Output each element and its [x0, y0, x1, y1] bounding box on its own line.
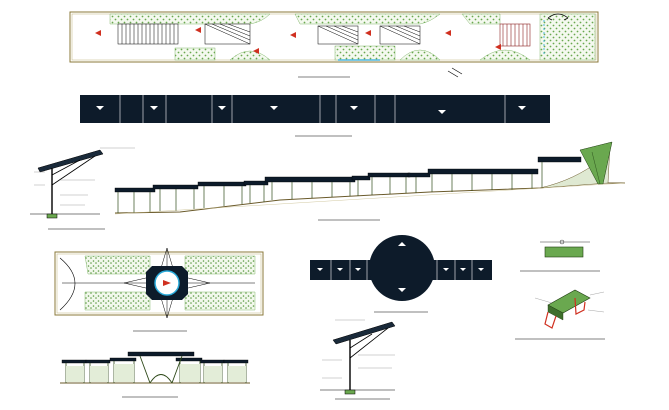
feature-wall-edge — [591, 151, 601, 185]
elevation-columns — [117, 162, 543, 213]
planting-bed — [109, 13, 271, 25]
bench-isometric-view — [515, 289, 605, 340]
bench-seat — [544, 246, 584, 258]
planting-bed — [84, 255, 151, 275]
ground-baseline — [114, 182, 626, 215]
canopy-bays — [61, 351, 249, 364]
stair-block — [379, 25, 421, 45]
drain-arrow-icon — [317, 242, 484, 292]
leader-lines — [322, 319, 395, 379]
planting-bed — [174, 47, 216, 61]
top-plan-view — [69, 11, 599, 78]
canopy-roof — [332, 321, 396, 345]
planting-bed — [334, 45, 396, 61]
bench-elevation-view — [520, 239, 600, 272]
canopy-bays — [114, 156, 582, 193]
bench-marker — [559, 239, 565, 245]
bay-fill — [66, 364, 246, 382]
stair-block — [117, 23, 179, 45]
circular-roof-plan-view — [310, 235, 492, 313]
planting-bed — [399, 49, 441, 61]
stair-block — [204, 23, 251, 45]
plan-edge-mark — [451, 67, 463, 75]
footing — [46, 213, 58, 219]
planting-bed — [479, 49, 531, 61]
canopy-brace — [349, 327, 389, 359]
north-arrow-icon — [547, 13, 569, 21]
central-canopy-supports — [139, 355, 183, 384]
planting-bed — [84, 291, 151, 311]
long-elevation-view — [114, 141, 626, 221]
roof-dividers — [330, 260, 473, 280]
canopy-roof — [37, 149, 104, 173]
planting-bed — [184, 255, 256, 275]
planting-bed — [229, 50, 271, 61]
roof-dome — [369, 235, 435, 301]
planting-bed — [184, 291, 256, 311]
canopy-section-bottom — [320, 319, 396, 400]
drain-arrow-icon — [96, 106, 526, 114]
roof-dividers — [119, 95, 506, 123]
canopy-section-left — [30, 147, 135, 230]
planting-bed — [461, 13, 501, 25]
plan-outline — [69, 11, 599, 63]
section-arrow-icon — [163, 280, 171, 286]
feature-wall — [579, 141, 613, 185]
canopy-brace — [51, 155, 96, 186]
leader-lines — [34, 147, 135, 206]
bench-leg — [574, 297, 586, 315]
stair-block — [499, 23, 531, 47]
stair-block — [317, 25, 359, 45]
planting-bed — [294, 13, 441, 25]
roof-plan-view — [80, 95, 550, 137]
planting-bed — [539, 13, 596, 61]
footing — [344, 389, 356, 395]
leader-lines — [534, 291, 605, 313]
plaza-semicircle — [59, 257, 76, 311]
canopy-brace — [349, 333, 373, 349]
section-arrow-icon — [95, 27, 501, 54]
bottom-elevation-view — [60, 351, 250, 398]
roof-strip — [80, 95, 550, 123]
plan-edge-mark — [447, 70, 459, 78]
plaza-outline — [54, 251, 264, 316]
bench-leg — [544, 311, 557, 329]
bench-back — [547, 304, 564, 321]
canopy-brace — [51, 159, 81, 176]
plaza-plan-view — [54, 247, 264, 332]
